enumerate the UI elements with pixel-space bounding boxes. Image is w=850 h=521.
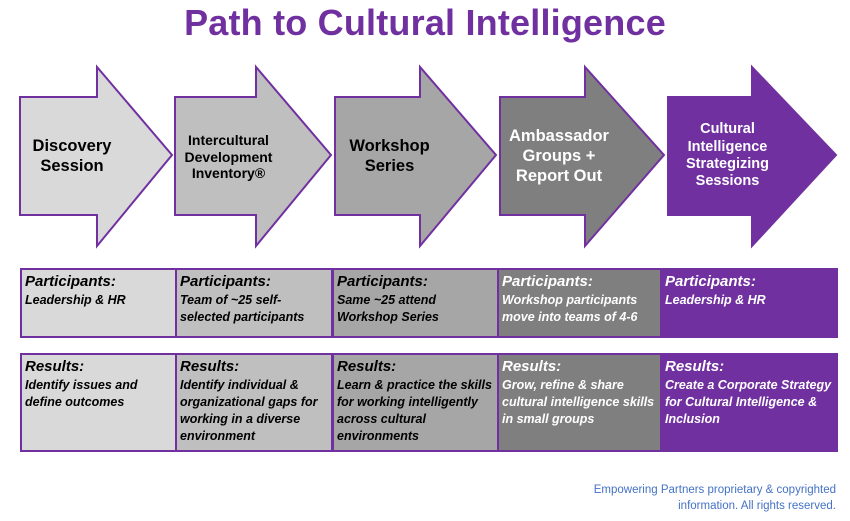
results-cell-workshop: Results: Learn & practice the skills for… [332, 353, 499, 452]
participants-cell-ambassador: Participants: Workshop participants move… [497, 268, 662, 338]
step-label-discovery: Discovery Session [22, 112, 122, 202]
participants-heading: Participants: [180, 273, 271, 290]
participants-text: Leadership & HR [25, 293, 126, 307]
arrow-discovery-session [19, 64, 174, 249]
results-text: Learn & practice the skills for working … [337, 378, 492, 443]
results-text: Create a Corporate Strategy for Cultural… [665, 378, 832, 426]
step-label-strategizing: Cultural Intelligence Strategizing Sessi… [670, 108, 785, 204]
step-label-line: Workshop [349, 137, 430, 156]
participants-cell-idi: Participants: Team of ~25 self-selected … [175, 268, 333, 338]
participants-heading: Participants: [665, 273, 756, 290]
arrow-strategizing-sessions [667, 64, 838, 249]
participants-text: Leadership & HR [665, 293, 766, 307]
step-label-line: Intercultural [188, 131, 269, 148]
step-label-line: Ambassador [509, 127, 609, 146]
results-heading: Results: [25, 358, 85, 375]
participants-text: Team of ~25 self-selected participants [180, 293, 305, 324]
participants-text: Workshop participants move into teams of… [502, 293, 638, 324]
step-label-idi: Intercultural Development Inventory® [176, 112, 281, 202]
step-label-line: Cultural [700, 121, 755, 138]
step-label-workshop: Workshop Series [337, 112, 442, 202]
participants-cell-discovery: Participants: Leadership & HR [20, 268, 177, 338]
participants-text: Same ~25 attend Workshop Series [337, 293, 439, 324]
step-label-line: Series [364, 157, 415, 175]
results-heading: Results: [337, 358, 397, 375]
participants-cell-workshop: Participants: Same ~25 attend Workshop S… [332, 268, 499, 338]
step-label-line: Intelligence [687, 138, 768, 155]
copyright-line: Empowering Partners proprietary & copyri… [593, 484, 836, 496]
results-heading: Results: [665, 358, 725, 375]
arrow-workshop-series [334, 64, 498, 249]
results-text: Identify issues and define outcomes [25, 378, 138, 409]
results-text: Identify individual & organizational gap… [180, 378, 318, 443]
results-heading: Results: [502, 358, 562, 375]
step-label-line: Discovery [32, 137, 112, 156]
step-label-line: Sessions [695, 173, 760, 190]
step-label-line: Session [40, 157, 104, 175]
participants-heading: Participants: [502, 273, 593, 290]
results-text: Grow, refine & share cultural intelligen… [502, 378, 655, 426]
results-heading: Results: [180, 358, 240, 375]
arrow-ambassador-groups [499, 64, 666, 249]
participants-cell-strategizing: Participants: Leadership & HR [660, 268, 838, 338]
copyright-line: information. All rights reserved. [678, 500, 836, 512]
step-label-line: Strategizing [686, 156, 769, 172]
page-title: Path to Cultural Intelligence [184, 2, 666, 43]
participants-heading: Participants: [337, 273, 428, 290]
copyright-notice: Empowering Partners proprietary & copyri… [576, 482, 836, 514]
step-label-line: Inventory® [191, 165, 266, 182]
arrow-intercultural-development-inventory [174, 64, 333, 249]
results-cell-discovery: Results: Identify issues and define outc… [20, 353, 177, 452]
results-cell-strategizing: Results: Create a Corporate Strategy for… [660, 353, 838, 452]
step-label-ambassador: Ambassador Groups + Report Out [500, 112, 618, 202]
results-cell-idi: Results: Identify individual & organizat… [175, 353, 333, 452]
participants-heading: Participants: [25, 273, 116, 290]
step-label-line: Groups + [522, 147, 596, 166]
step-label-line: Development [184, 148, 273, 165]
results-cell-ambassador: Results: Grow, refine & share cultural i… [497, 353, 662, 452]
step-label-line: Report Out [515, 166, 603, 185]
